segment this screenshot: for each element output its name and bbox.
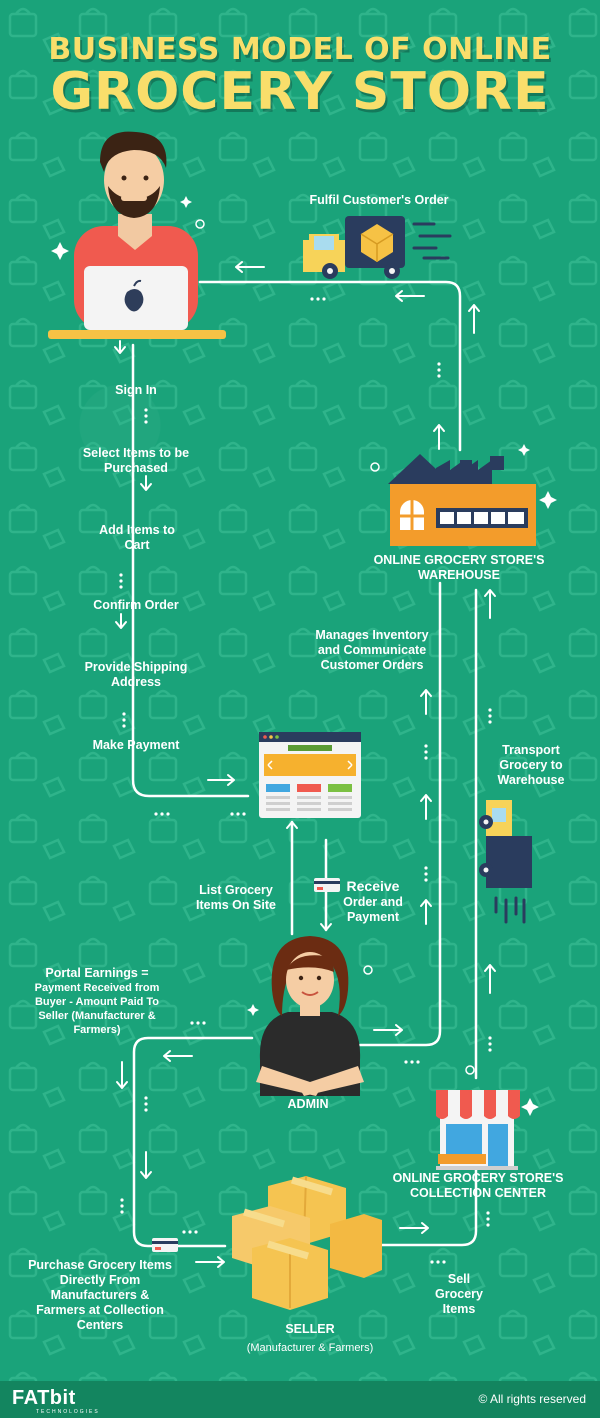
arrow-up-manage-1: [420, 689, 432, 715]
card-icon: [314, 878, 340, 892]
arrow-down-1: [114, 340, 126, 354]
label-sell-items: Sell Grocery Items: [435, 1272, 483, 1316]
admin-warehouse-line: [358, 581, 442, 1047]
step-sign-in: Sign In: [115, 383, 157, 397]
label-admin: ADMIN: [287, 1097, 329, 1111]
label-collection-center: ONLINE GROCERY STORE'S COLLECTION CENTER: [392, 1171, 564, 1200]
arrow-right-admin: [373, 1024, 403, 1036]
label-seller-sub: (Manufacturer & Farmers): [230, 1341, 390, 1355]
arrow-left-top: [235, 261, 265, 273]
warehouse-icon: [388, 454, 536, 546]
arrow-right-seller: [195, 1256, 225, 1268]
arrow-up-right-1: [468, 304, 480, 334]
seller-boxes-icon: [232, 1175, 382, 1310]
brand-bit: bit: [49, 1387, 76, 1409]
transport-truck-icon: [479, 800, 532, 924]
label-transport: Transport Grocery to Warehouse: [497, 743, 565, 787]
receive-word: Receive: [346, 878, 400, 894]
arrow-up-transport-2: [484, 964, 496, 994]
title-line-2: GROCERY STORE: [50, 62, 550, 122]
arrow-down-left-2: [140, 1151, 152, 1179]
arrow-left-top-2: [395, 290, 425, 302]
label-manages-inventory: Manages Inventory and Communicate Custom…: [315, 628, 429, 672]
admin-icon: [256, 936, 364, 1096]
arrow-down-2: [140, 475, 152, 491]
portal-detail: Payment Received from Buyer - Amount Pai…: [34, 982, 160, 1036]
fulfil-flow-line: [198, 280, 462, 452]
seller-collection-line: [380, 1166, 478, 1247]
title-line-1: BUSINESS MODEL OF ONLINE: [48, 32, 552, 67]
label-purchase-grocery: Purchase Grocery Items Directly From Man…: [28, 1258, 172, 1332]
brand-logo: FATbit: [12, 1387, 76, 1410]
label-seller: SELLER: [285, 1322, 335, 1336]
card-icon-2: [152, 1238, 178, 1252]
arrow-down-left-1: [116, 1061, 128, 1089]
arrow-down-3: [115, 613, 127, 629]
step-shipping-address: Provide Shipping Address: [84, 660, 188, 689]
arrow-up-manage-3: [420, 899, 432, 925]
seller-sub-text: (Manufacturer & Farmers): [246, 1342, 374, 1354]
admin-seller-line: [132, 1036, 254, 1248]
label-portal-earnings: Portal Earnings = Payment Received from B…: [30, 966, 164, 1037]
step-select-items: Select Items to be Purchased: [82, 446, 190, 475]
step-make-payment: Make Payment: [92, 738, 180, 752]
arrow-up-transport-1: [484, 589, 496, 619]
brand-sub: TECHNOLOGIES: [36, 1409, 100, 1415]
arrow-up-manage-2: [420, 794, 432, 820]
portal-title: Portal Earnings =: [45, 966, 149, 980]
arrow-up-right-2: [433, 424, 445, 450]
label-warehouse: ONLINE GROCERY STORE'S WAREHOUSE: [373, 553, 545, 582]
step-add-to-cart: Add Items to Cart: [99, 523, 175, 552]
copyright: © All rights reserved: [478, 1392, 586, 1406]
receive-rest: Order and Payment: [343, 895, 403, 924]
arrow-down-admin: [320, 923, 332, 931]
website-icon: [259, 732, 361, 818]
arrow-right-website: [207, 774, 235, 786]
collection-center-icon: [436, 1090, 520, 1170]
footer: FATbit TECHNOLOGIES © All rights reserve…: [0, 1381, 600, 1418]
step-confirm-order: Confirm Order: [93, 598, 179, 612]
arrow-left-admin: [163, 1050, 193, 1062]
label-list-grocery: List Grocery Items On Site: [196, 883, 276, 912]
label-fulfil-order: Fulfil Customer's Order: [309, 193, 449, 207]
customer-laptop-icon: [48, 131, 226, 339]
arrow-up-admin-site: [286, 821, 298, 829]
delivery-truck-icon: [303, 216, 452, 279]
arrow-right-collection: [399, 1222, 429, 1234]
brand-fat: FAT: [12, 1387, 50, 1409]
customer-flow-line: [131, 343, 250, 798]
